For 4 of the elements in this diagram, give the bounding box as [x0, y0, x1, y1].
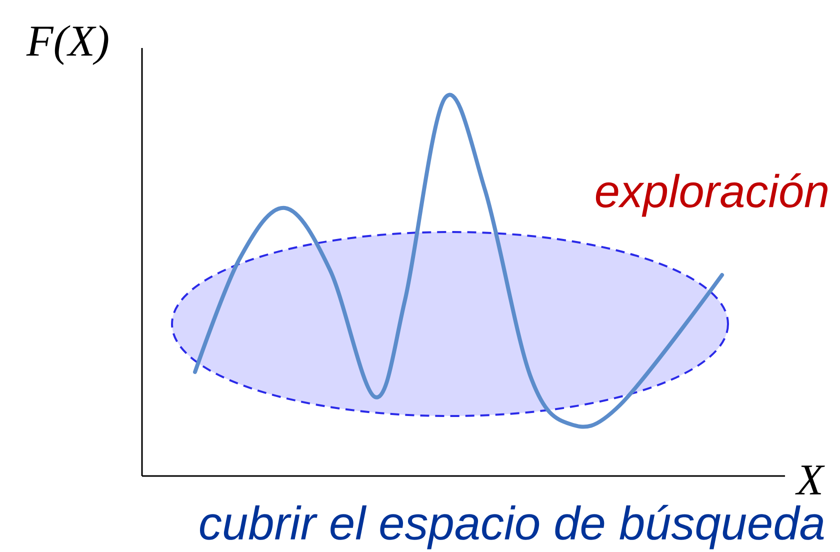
annotation-text: exploración	[596, 173, 828, 217]
axis-label: X	[795, 466, 825, 494]
annotation-text: cubrir el espacio de búsqueda	[200, 504, 824, 550]
axis-label: F(X)	[26, 25, 108, 65]
